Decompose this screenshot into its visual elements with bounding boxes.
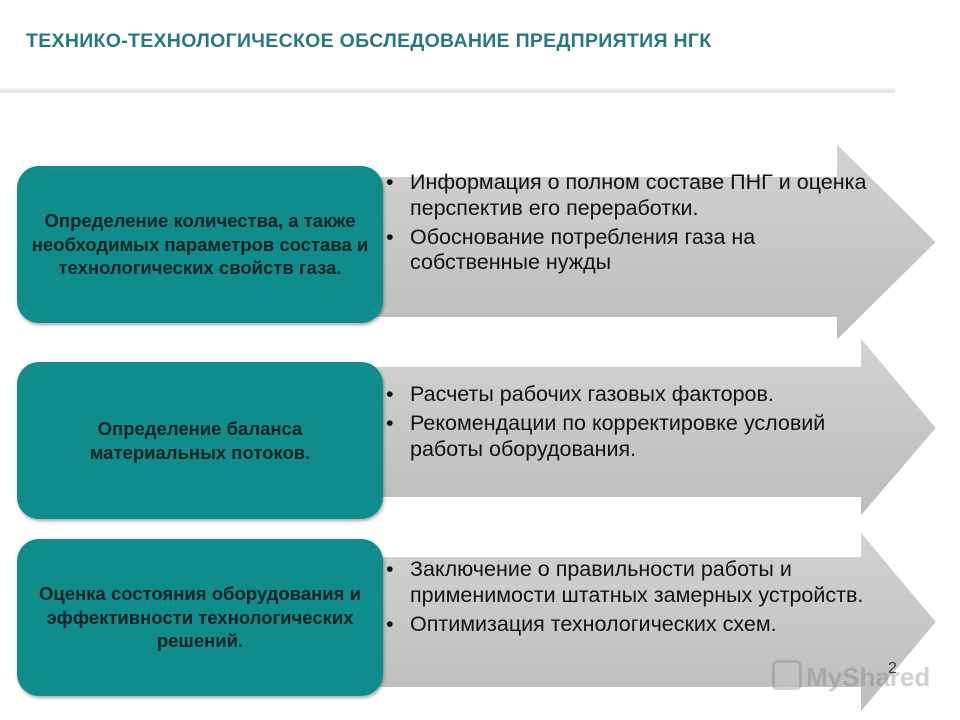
category-label-2: Определение баланса материальных потоков… (89, 417, 311, 463)
watermark-logo: MyShared (772, 660, 930, 693)
slide-title: ТЕХНИКО-ТЕХНОЛОГИЧЕСКОЕ ОБСЛЕДОВАНИЕ ПРЕ… (26, 30, 712, 52)
bullet-text: Заключение о правильности работы и приме… (410, 557, 864, 607)
arrow-shape-2 (370, 336, 945, 522)
list-item: • Обоснование потребления газа на собстве… (383, 225, 883, 277)
list-item: • Информация о полном составе ПНГ и оценк… (383, 170, 883, 222)
bullet-text: Оптимизация технологических схем. (410, 611, 777, 636)
title-divider (0, 88, 895, 93)
category-label-1: Определение количества, а также необходи… (31, 209, 369, 279)
list-item: • Заключение о правильности работы и прим… (383, 557, 883, 609)
bullet-list-3: • Заключение о правильности работы и прим… (383, 557, 883, 640)
bullet-text: Обоснование потребления газа на собствен… (410, 224, 756, 275)
list-item: • Оптимизация технологических схем. (383, 612, 883, 638)
bullet-text: Расчеты рабочих газовых факторов. (410, 382, 774, 406)
bullet-icon: • (386, 611, 394, 636)
arrow-shape-1 (370, 142, 945, 348)
bullet-list-2: • Расчеты рабочих газовых факторов. • Реко… (383, 382, 883, 465)
page-number: 2 (888, 660, 897, 677)
watermark-text: MyShared (806, 662, 931, 692)
list-item: • Рекомендации по корректировке условий р… (383, 411, 883, 463)
bullet-text: Информация о полном составе ПНГ и оценка… (410, 170, 867, 220)
bullet-icon: • (386, 557, 394, 581)
category-box-2: Определение баланса материальных потоков… (17, 362, 383, 519)
category-box-3: Оценка состояния оборудования и эффектив… (17, 539, 383, 696)
category-box-1: Определение количества, а также необходи… (17, 166, 383, 323)
bullet-icon: • (386, 170, 394, 194)
watermark-icon (772, 660, 802, 690)
bullet-icon: • (386, 382, 394, 406)
category-label-3: Оценка состояния оборудования и эффектив… (39, 582, 361, 652)
bullet-list-1: • Информация о полном составе ПНГ и оценк… (383, 170, 883, 279)
arrow-shape-3 (370, 530, 945, 720)
bullet-icon: • (386, 224, 394, 249)
list-item: • Расчеты рабочих газовых факторов. (383, 382, 883, 408)
bullet-icon: • (386, 410, 394, 435)
bullet-text: Рекомендации по корректировке условий ра… (410, 410, 826, 461)
